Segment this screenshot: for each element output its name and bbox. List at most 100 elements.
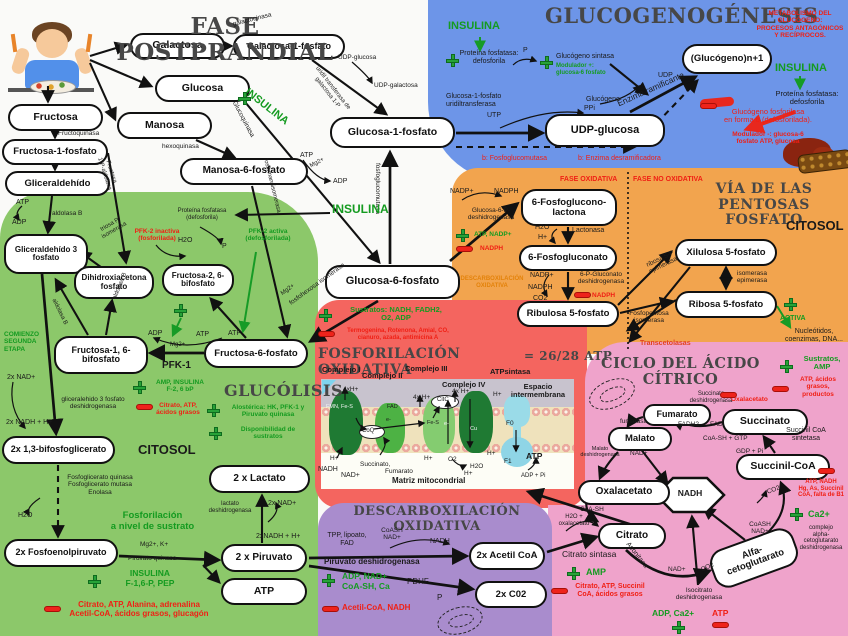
label: CITOSOL	[138, 442, 196, 457]
node-fosfoenolpiruvato: 2x Fosfoenolpiruvato	[4, 539, 118, 567]
label: NADH	[318, 466, 338, 473]
nadh-hexagon-label: NADH	[677, 488, 703, 498]
label: F0	[506, 420, 514, 427]
label: Oxalacetato	[731, 396, 768, 403]
label: NADPH	[592, 292, 616, 299]
page-title: FASE POSTPRANDIAL	[116, 13, 334, 66]
label: METABOLISMO DEL GLUCÓGENO: PROCESOS ANTA…	[756, 10, 844, 39]
label: CoASH NAD+	[749, 521, 771, 536]
label: 4x H+	[413, 394, 431, 401]
label: Mg2+	[170, 342, 186, 348]
plus-activator-icon	[540, 56, 553, 69]
label: O2	[448, 456, 457, 463]
label: ADP, NAD+ CoA-SH, Ca	[342, 571, 390, 591]
label: UDP-galactosa	[374, 82, 418, 89]
label: CoASH NAD+	[381, 527, 403, 542]
label: CoQ	[362, 428, 375, 434]
label: ATP, ácidos grasos, productos	[800, 376, 836, 398]
decarb-title: DESCARBOXILACIÓN OXIDATIVA	[353, 504, 521, 534]
label: Complejo I	[322, 365, 361, 374]
label: ATP	[196, 331, 210, 338]
node-oxalacetato: Oxalacetato	[578, 480, 670, 505]
minus-inhibitor-icon	[322, 606, 339, 612]
label: 2x NAD+	[7, 374, 36, 381]
label: Piruvato deshidrogenasa	[324, 557, 420, 566]
label: = 26/28 ATP	[524, 349, 613, 363]
label: Proteína fosfatasa: defosforila	[459, 50, 519, 65]
label: H+	[538, 234, 548, 241]
label: 4x H+	[452, 388, 470, 395]
minus-inhibitor-icon	[44, 606, 61, 612]
pentose-title: VÍA DE LAS PENTOSAS FOSFATO	[715, 181, 813, 229]
label: 2x NAD+	[268, 500, 297, 507]
label: Succinato deshidrogenasa	[689, 391, 733, 404]
node-fumarato: Fumarato	[643, 404, 711, 426]
label: NADPH	[480, 245, 504, 252]
minus-inhibitor-icon	[712, 622, 729, 628]
label: Malato deshidrogenasa	[580, 446, 620, 459]
node-ribulosa-5-fosfato: Ribulosa 5-fosfato	[517, 301, 619, 327]
label: ADP	[148, 330, 163, 337]
plus-activator-icon	[780, 360, 793, 373]
node-fructosa-1-fosfato: Fructosa-1-fosfato	[2, 139, 108, 165]
node-fructosa-16-bifosfato: Fructosa-1, 6- bifosfato	[54, 336, 148, 374]
label: 4xH+	[343, 386, 359, 393]
label: FASE NO OXIDATIVA	[633, 176, 703, 183]
oxphos-title: FOSFORILACIÓN OXIDATIVA	[318, 346, 461, 378]
complex-4-shape	[459, 391, 493, 453]
label: fosfoglucomutasa	[374, 163, 381, 214]
label: Succinato,	[360, 461, 391, 468]
label: Fumarato	[385, 468, 413, 475]
label: complejo alpha- cetoglutarato deshidroge…	[799, 525, 843, 552]
label: PPi	[584, 105, 595, 112]
label: Fructoquinasa	[58, 130, 100, 137]
plus-activator-icon	[133, 381, 146, 394]
label: H2O	[18, 512, 33, 519]
label: P	[222, 243, 227, 250]
label: fumarasa	[620, 418, 648, 425]
label: PFK-1	[162, 360, 191, 371]
minus-inhibitor-icon	[700, 103, 717, 109]
label: Sustratos, AMP	[803, 354, 841, 372]
label: ADP	[333, 178, 348, 185]
label: ATP	[712, 608, 729, 618]
node-piruvato: 2 x Piruvato	[221, 544, 307, 572]
label: Succinil CoA sintetasa	[786, 427, 826, 442]
node-lactato: 2 x Lactato	[209, 465, 310, 493]
label: b: Enzima desramificadora	[578, 155, 661, 162]
label: PDHF	[407, 577, 429, 586]
node-bifosfoglicerato: 2x 1,3-bifosfoglicerato	[2, 436, 115, 464]
label: Termogenina, Rotenona, Amial, CO, cianur…	[347, 328, 449, 341]
boy-eating-icon	[8, 22, 94, 100]
label: H+	[424, 455, 433, 462]
label: ATP	[16, 199, 30, 206]
label: Complejo IV	[442, 380, 486, 389]
minus-inhibitor-icon	[772, 386, 789, 392]
label: INSULINA	[332, 202, 389, 216]
label: Complejo III	[405, 364, 448, 373]
node-fosfogluconato: 6-Fosfogluconato	[519, 245, 617, 271]
label: Glucógeno fosforilasa en forma b (defosf…	[724, 107, 812, 125]
label: 2x NADH + H+	[6, 419, 53, 426]
label: CO2	[533, 295, 548, 302]
label: CitC	[437, 397, 449, 403]
label: INSULINA F-1,6-P, PEP	[125, 568, 175, 588]
label: Alostérica: HK, PFK-1 y Piruvato quinasa	[231, 404, 305, 419]
label: GDP + Pi	[736, 448, 764, 455]
label: ATPsintasa	[490, 367, 531, 376]
label: NAD+	[341, 472, 360, 479]
node-manosa: Manosa	[117, 112, 212, 139]
plus-activator-icon	[322, 574, 335, 587]
label: Transcetolasas	[640, 340, 691, 347]
label: Glucógeno sintasa	[556, 53, 614, 60]
label: INSULINA	[775, 62, 827, 74]
label: H+	[464, 470, 473, 477]
minus-inhibitor-icon	[551, 588, 568, 594]
label: H2O + oxalacetato	[558, 514, 590, 527]
label: Complejo II	[362, 371, 403, 380]
label: NADP+	[450, 188, 474, 195]
label: Mg2+, K+	[140, 541, 169, 548]
label: P	[523, 47, 528, 54]
label: H+	[487, 450, 496, 457]
label: AMP, INSULINA F-2, 6 bP	[156, 379, 204, 394]
